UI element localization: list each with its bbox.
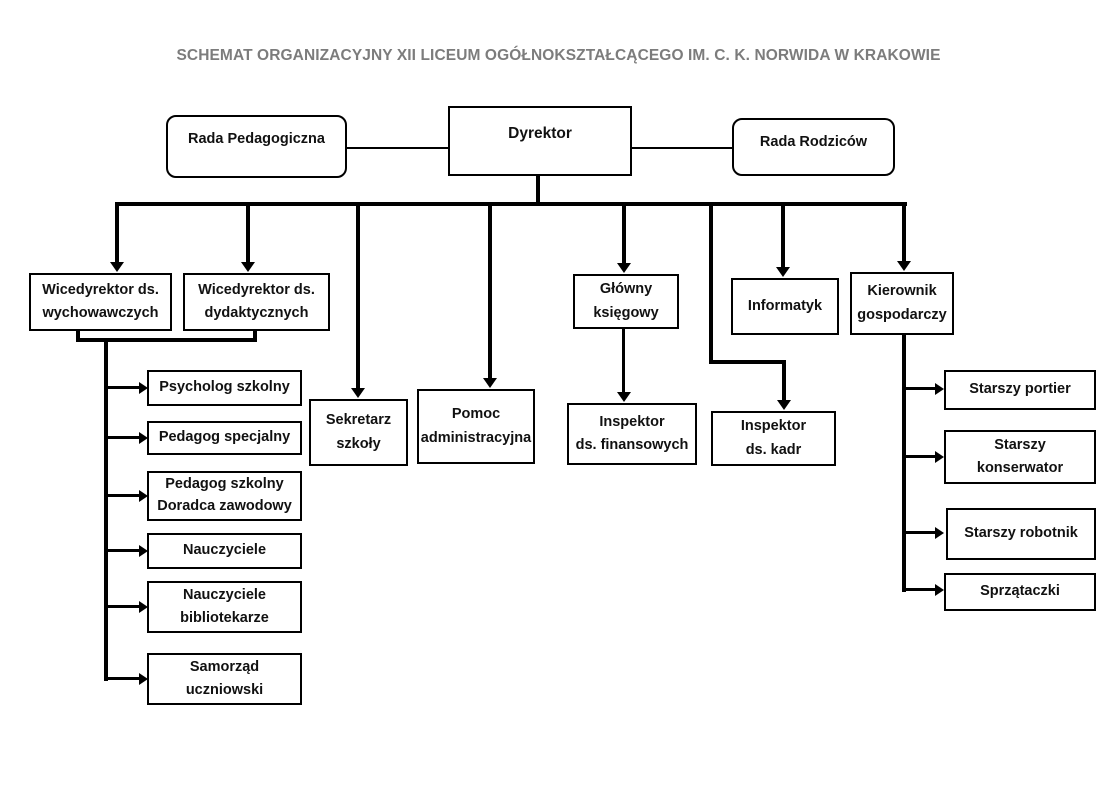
node-inspektor-kadr: Inspektor ds. kadr xyxy=(711,411,836,466)
node-label: Informatyk xyxy=(747,297,823,314)
arrowhead-kadr xyxy=(777,400,791,410)
node-informatyk: Informatyk xyxy=(731,278,839,335)
node-rada-pedagogiczna: Rada Pedagogiczna xyxy=(166,115,347,178)
arrowhead-samorzad xyxy=(139,673,148,685)
node-label: Starszy konserwator xyxy=(976,436,1064,476)
arrowhead-finansowych xyxy=(617,392,631,402)
node-label: Starszy portier xyxy=(969,381,1071,398)
arrowhead-portier xyxy=(935,383,944,395)
node-label: Sprzątaczki xyxy=(980,583,1060,600)
connector-ksiegowy-finansowych xyxy=(622,329,625,392)
node-label: Sekretarz szkoły xyxy=(325,412,392,452)
node-label: Rada Rodziców xyxy=(759,134,868,150)
node-inspektor-finansowych: Inspektor ds. finansowych xyxy=(567,403,697,465)
connector-dyrektor-stub xyxy=(536,176,540,203)
node-dyrektor: Dyrektor xyxy=(448,106,632,176)
node-label: Psycholog szkolny xyxy=(159,379,290,396)
node-kierownik-gospodarczy: Kierownik gospodarczy xyxy=(850,272,954,335)
connector-bracket-left-v1 xyxy=(76,331,80,341)
node-label: Starszy robotnik xyxy=(964,525,1078,542)
node-pedagog-szkolny-doradca: Pedagog szkolny Doradca zawodowy xyxy=(147,471,302,521)
arrowhead-psycholog xyxy=(139,382,148,394)
connector-trunk-left xyxy=(104,338,108,681)
arrowhead-sprzataczki xyxy=(935,584,944,596)
node-label: Główny księgowy xyxy=(593,281,659,321)
connector-branch-konserwator xyxy=(902,455,935,458)
connector-branch-samorzad xyxy=(104,677,139,680)
arrowhead-informatyk xyxy=(776,267,790,277)
node-nauczyciele: Nauczyciele xyxy=(147,533,302,569)
connector-branch-sprzataczki xyxy=(902,588,935,591)
connector-branch-robotnik xyxy=(902,531,935,534)
arrowhead-bibliotekarze xyxy=(139,601,148,613)
arrowhead-sekretarz xyxy=(351,388,365,398)
node-label: Pomoc administracyjna xyxy=(420,406,532,446)
connector-branch-bibliotekarze xyxy=(104,605,139,608)
connector-radapedagogiczna-dyrektor xyxy=(347,147,448,149)
connector-branch-portier xyxy=(902,387,935,390)
connector-drop-informatyk xyxy=(781,202,785,267)
node-label: Dyrektor xyxy=(508,124,572,142)
node-wicedyrektor-dydaktycznych: Wicedyrektor ds. dydaktycznych xyxy=(183,273,330,331)
arrowhead-wychowawczych xyxy=(110,262,124,272)
connector-drop-ksiegowy xyxy=(622,202,626,263)
chart-title: SCHEMAT ORGANIZACYJNY XII LICEUM OGÓŁNOK… xyxy=(176,47,941,64)
arrowhead-pedagog-szkolny xyxy=(139,490,148,502)
connector-feeder-kadr-horizontal xyxy=(709,360,786,364)
node-wicedyrektor-wychowawczych: Wicedyrektor ds. wychowawczych xyxy=(29,273,172,331)
node-label: Kierownik gospodarczy xyxy=(857,283,947,323)
node-label: Inspektor ds. kadr xyxy=(740,418,807,458)
connector-drop-pomoc xyxy=(488,202,492,378)
node-sprzataczki: Sprzątaczki xyxy=(944,573,1096,611)
node-label: Inspektor ds. finansowych xyxy=(575,413,689,453)
node-pomoc-administracyjna: Pomoc administracyjna xyxy=(417,389,535,464)
connector-dyrektor-radarodzicow xyxy=(632,147,732,149)
arrowhead-dydaktycznych xyxy=(241,262,255,272)
node-pedagog-specjalny: Pedagog specjalny xyxy=(147,421,302,455)
node-nauczyciele-bibliotekarze: Nauczyciele bibliotekarze xyxy=(147,581,302,633)
connector-branch-pedagog-szkolny xyxy=(104,494,139,497)
connector-drop-dydaktycznych xyxy=(246,202,250,262)
connector-main-bus xyxy=(115,202,907,206)
arrowhead-pomoc xyxy=(483,378,497,388)
connector-drop-kierownik xyxy=(902,202,906,261)
arrowhead-nauczyciele xyxy=(139,545,148,557)
connector-drop-sekretarz xyxy=(356,202,360,388)
node-psycholog-szkolny: Psycholog szkolny xyxy=(147,370,302,406)
node-label: Wicedyrektor ds. wychowawczych xyxy=(42,281,159,321)
arrowhead-konserwator xyxy=(935,451,944,463)
arrowhead-pedagog-specjalny xyxy=(139,432,148,444)
connector-feeder-kadr-vertical xyxy=(709,202,713,364)
node-starszy-robotnik: Starszy robotnik xyxy=(946,508,1096,560)
node-label: Rada Pedagogiczna xyxy=(188,131,325,147)
node-label: Pedagog specjalny xyxy=(158,429,291,446)
node-samorzad-uczniowski: Samorząd uczniowski xyxy=(147,653,302,705)
node-label: Samorząd uczniowski xyxy=(185,658,264,698)
connector-trunk-right xyxy=(902,335,906,592)
node-rada-rodzicow: Rada Rodziców xyxy=(732,118,895,176)
connector-drop-wychowawczych xyxy=(115,202,119,262)
node-label: Nauczyciele xyxy=(182,542,267,559)
connector-bracket-left-v2 xyxy=(253,331,257,341)
connector-branch-psycholog xyxy=(104,386,139,389)
node-label: Pedagog szkolny Doradca zawodowy xyxy=(157,476,292,514)
node-starszy-konserwator: Starszy konserwator xyxy=(944,430,1096,484)
arrowhead-kierownik xyxy=(897,261,911,271)
node-sekretarz-szkoly: Sekretarz szkoły xyxy=(309,399,408,466)
node-label: Wicedyrektor ds. dydaktycznych xyxy=(198,281,315,321)
connector-branch-pedagog-specjalny xyxy=(104,436,139,439)
connector-branch-nauczyciele xyxy=(104,549,139,552)
node-starszy-portier: Starszy portier xyxy=(944,370,1096,410)
node-glowny-ksiegowy: Główny księgowy xyxy=(573,274,679,329)
connector-feeder-kadr-drop xyxy=(782,360,786,400)
arrowhead-ksiegowy xyxy=(617,263,631,273)
connector-bracket-left-horizontal xyxy=(76,338,257,342)
node-label: Nauczyciele bibliotekarze xyxy=(180,586,269,626)
arrowhead-robotnik xyxy=(935,527,944,539)
